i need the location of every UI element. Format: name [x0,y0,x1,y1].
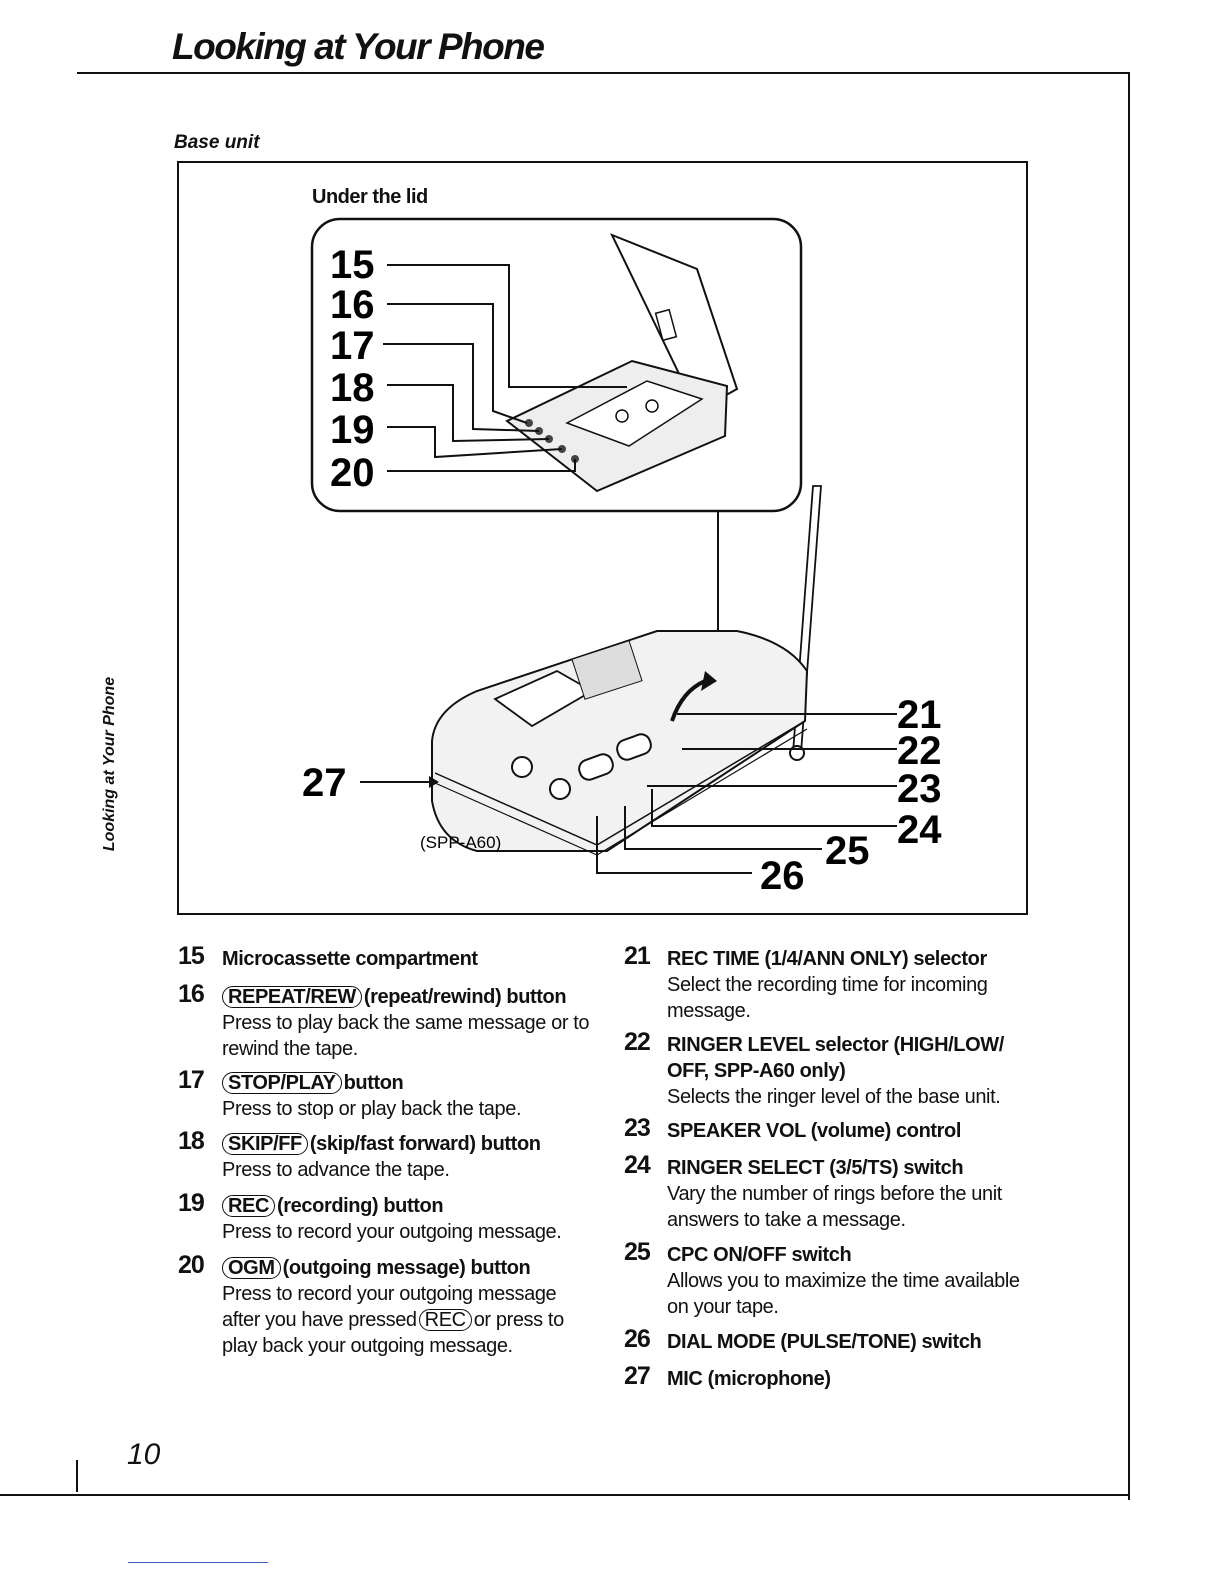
repeat-rew-button-label: REPEAT/REW [222,986,362,1008]
callout-15: 15 [330,243,375,287]
callout-22: 22 [897,729,942,773]
base-unit-illustration: 15 16 17 18 19 20 27 (SPP-A60) 21 22 23 … [302,217,942,898]
list-item-22: 22 RINGER LEVEL selector (HIGH/LOW/ OFF,… [624,1028,1004,1108]
callout-19: 19 [330,408,375,452]
model-label: (SPP-A60) [420,833,501,852]
inset-box [310,217,803,513]
callout-23: 23 [897,767,942,811]
ogm-button-label: OGM [222,1257,281,1279]
inset-label: Under the lid [312,186,428,208]
scan-mark [128,1562,268,1563]
stop-play-button-label: STOP/PLAY [222,1072,342,1094]
list-item-23: 23 SPEAKER VOL (volume) control [624,1114,962,1142]
page-title: Looking at Your Phone [172,26,545,67]
list-item-16: 16 REPEAT/REW(repeat/rewind) button Pres… [178,980,590,1060]
figure-frame [177,161,1028,915]
callout-26: 26 [760,854,805,898]
callout-17: 17 [330,324,375,368]
callout-20: 20 [330,451,375,495]
right-margin-rule [1128,72,1130,1500]
footer-tick [76,1460,78,1492]
list-item-26: 26 DIAL MODE (PULSE/TONE) switch [624,1325,982,1353]
callout-27: 27 [302,761,347,805]
list-item-18: 18 SKIP/FF(skip/fast forward) button Pre… [178,1127,541,1181]
skip-ff-button-label: SKIP/FF [222,1133,308,1155]
list-item-20: 20 OGM(outgoing message) button Press to… [178,1251,564,1357]
page-number: 10 [127,1438,161,1471]
callout-16: 16 [330,283,375,327]
list-item-27: 27 MIC (microphone) [624,1362,831,1390]
callout-25: 25 [825,829,870,873]
side-label: Looking at Your Phone [101,676,118,852]
section-heading: Base unit [174,132,260,153]
callout-21: 21 [897,693,942,737]
title-rule [77,72,1130,74]
rec-inline-button-label: REC [418,1309,472,1331]
lid [609,233,739,413]
footer-rule [0,1494,1130,1496]
list-item-19: 19 REC(recording) button Press to record… [178,1189,562,1243]
callout-24: 24 [897,808,942,852]
callout-18: 18 [330,366,375,410]
rec-button-label: REC [222,1195,276,1217]
